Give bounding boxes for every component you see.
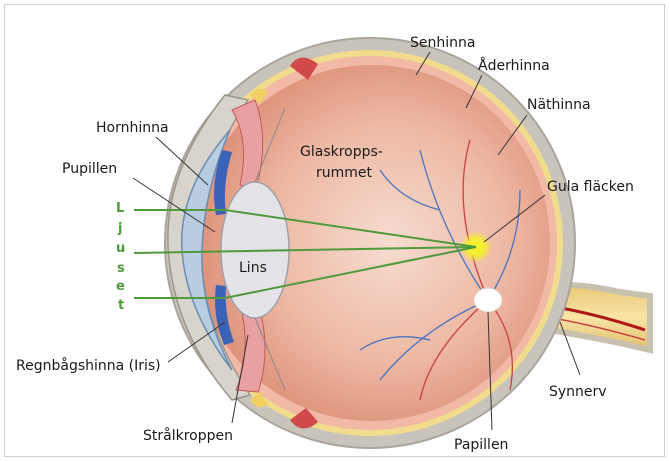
- label-nathinna: Näthinna: [527, 98, 591, 112]
- label-glaskropps-line2: rummet: [316, 166, 372, 180]
- label-hornhinna: Hornhinna: [96, 121, 169, 135]
- label-regnbagshinna: Regnbågshinna (Iris): [16, 359, 161, 373]
- light-letter-1: L: [116, 202, 124, 215]
- label-papillen: Papillen: [454, 438, 508, 452]
- light-letter-5: e: [116, 280, 125, 293]
- label-stralkroppen: Strålkroppen: [143, 429, 233, 443]
- label-pupillen: Pupillen: [62, 162, 117, 176]
- light-letter-6: t: [118, 299, 124, 312]
- light-letter-3: u: [116, 242, 125, 255]
- label-glaskropps-line1: Glaskropps-: [300, 145, 383, 159]
- light-letter-4: s: [117, 262, 125, 275]
- label-gula-flacken: Gula fläcken: [547, 180, 634, 194]
- label-senhinna: Senhinna: [410, 36, 475, 50]
- label-synnerv: Synnerv: [549, 385, 607, 399]
- light-letter-2: j: [118, 222, 122, 235]
- label-lins: Lins: [239, 261, 267, 275]
- label-aderhinna: Åderhinna: [478, 59, 550, 73]
- optic-disc: [474, 288, 502, 312]
